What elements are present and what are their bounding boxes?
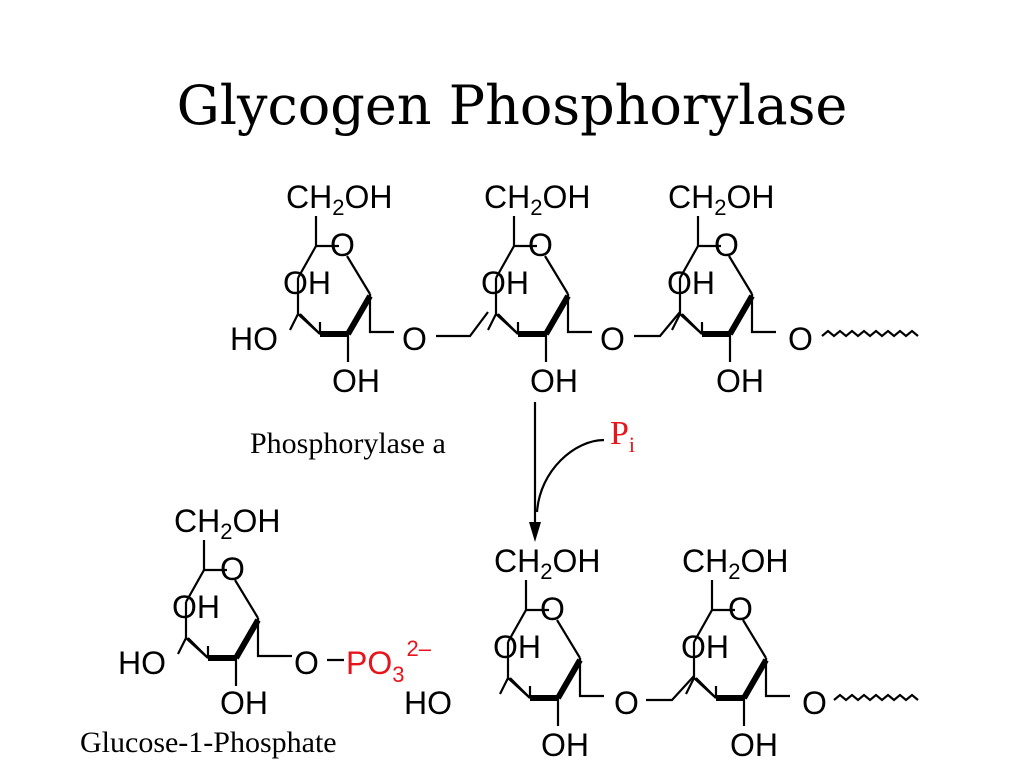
svg-text:OH: OH: [716, 363, 764, 399]
slide-title: Glycogen Phosphorylase: [176, 74, 848, 137]
svg-text:O: O: [294, 645, 319, 681]
svg-text:OH: OH: [681, 629, 729, 665]
svg-text:OH: OH: [172, 589, 220, 625]
svg-text:HO: HO: [230, 321, 278, 357]
svg-text:CH2OH: CH2OH: [682, 543, 788, 584]
svg-text:O: O: [540, 591, 565, 627]
phosphate-pi-label: Pi: [610, 415, 635, 457]
svg-text:O: O: [330, 227, 355, 263]
glucose-1-phosphate: CH2OH O OH HO OH O PO32– Glucose-1-Phosp…: [80, 503, 432, 759]
svg-text:O: O: [614, 685, 639, 721]
svg-text:O: O: [788, 321, 813, 357]
svg-text:PO32–: PO32–: [346, 636, 432, 687]
svg-text:OH: OH: [283, 265, 331, 301]
svg-text:O: O: [528, 227, 553, 263]
svg-text:OH: OH: [667, 265, 715, 301]
product-label: Glucose-1-Phosphate: [80, 726, 337, 759]
svg-text:O: O: [714, 227, 739, 263]
svg-text:OH: OH: [481, 265, 529, 301]
svg-text:O: O: [220, 551, 245, 587]
svg-text:CH2OH: CH2OH: [484, 179, 590, 220]
svg-text:O: O: [600, 321, 625, 357]
svg-text:HO: HO: [404, 685, 452, 721]
svg-text:CH2OH: CH2OH: [286, 179, 392, 220]
reaction-arrow: Phosphorylase a Pi: [250, 402, 635, 542]
svg-text:OH: OH: [730, 727, 778, 763]
svg-text:O: O: [728, 591, 753, 627]
enzyme-label: Phosphorylase a: [250, 427, 446, 460]
glycogen-chain-top: CH2OH O OH HO OH O CH2OH O OH OH O CH2OH…: [230, 179, 919, 399]
svg-text:CH2OH: CH2OH: [668, 179, 774, 220]
svg-text:OH: OH: [493, 629, 541, 665]
svg-text:OH: OH: [530, 363, 578, 399]
svg-text:O: O: [802, 685, 827, 721]
svg-text:OH: OH: [541, 727, 589, 763]
svg-text:CH2OH: CH2OH: [494, 543, 600, 584]
svg-text:HO: HO: [118, 645, 166, 681]
svg-text:OH: OH: [220, 685, 268, 721]
svg-text:OH: OH: [332, 363, 380, 399]
svg-text:O: O: [402, 321, 427, 357]
svg-text:CH2OH: CH2OH: [174, 503, 280, 544]
glycogen-chain-bottom: CH2OH O OH HO OH O CH2OH O OH OH O: [404, 543, 919, 763]
